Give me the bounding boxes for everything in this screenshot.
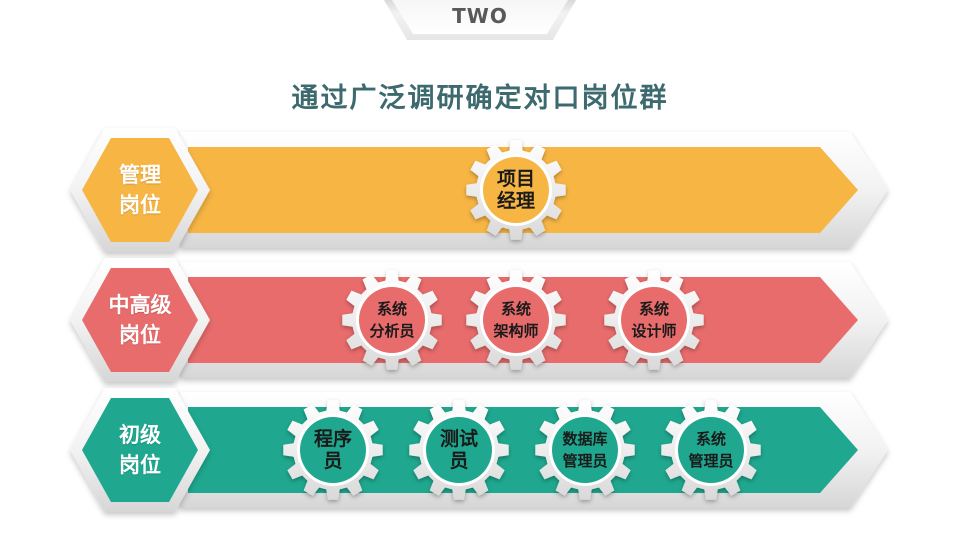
gear-center (300, 417, 366, 483)
role-gear (604, 270, 704, 370)
category-label-line2: 岗位 (119, 453, 161, 477)
role-label: 程序员 (293, 428, 373, 472)
role-label-line1: 数据库 (562, 430, 608, 448)
role-label-line2: 分析员 (369, 322, 415, 340)
role-label-line2: 管理员 (688, 452, 734, 470)
role-label-line1: 系统 (695, 430, 726, 448)
role-gear (342, 270, 442, 370)
gear-center (483, 157, 549, 223)
role-label: 数据库管理员 (545, 428, 625, 472)
category-hexagon (82, 138, 198, 242)
category-label-line1: 中高级 (108, 293, 172, 317)
role-label: 系统管理员 (671, 428, 751, 472)
category-label-line2: 岗位 (119, 323, 161, 347)
role-label-line2: 员 (323, 450, 343, 472)
gear-center (359, 287, 425, 353)
role-label-line2: 员 (449, 450, 469, 472)
role-gear (535, 400, 635, 500)
role-label-line2: 架构师 (493, 322, 539, 340)
category-label-line1: 初级 (119, 423, 161, 447)
role-label: 系统设计师 (614, 298, 694, 342)
role-gear (466, 140, 566, 240)
category-label: 初级岗位 (88, 420, 192, 480)
section-tab-label: TWO (452, 4, 508, 28)
role-gear (283, 400, 383, 500)
role-label-line1: 系统 (376, 300, 407, 318)
role-label: 测试员 (419, 428, 499, 472)
gear-center (552, 417, 618, 483)
category-label-line1: 管理 (119, 163, 161, 187)
category-hexagon (82, 268, 198, 372)
page-title: 通过广泛调研确定对口岗位群 (291, 83, 669, 114)
role-label-line2: 经理 (496, 190, 535, 212)
gear-center (678, 417, 744, 483)
category-label: 中高级岗位 (88, 290, 192, 350)
role-row (70, 258, 888, 382)
role-label-line2: 设计师 (631, 322, 677, 340)
role-row (70, 388, 888, 512)
role-label-line1: 程序 (313, 428, 352, 450)
gear-center (426, 417, 492, 483)
role-label-line1: 系统 (638, 300, 669, 318)
role-label-line1: 测试 (439, 428, 478, 450)
category-hexagon (82, 398, 198, 502)
gear-center (621, 287, 687, 353)
role-row (70, 128, 888, 252)
category-label-line2: 岗位 (119, 193, 161, 217)
role-label: 系统架构师 (476, 298, 556, 342)
category-label: 管理岗位 (88, 160, 192, 220)
section-tab-inner (392, 0, 568, 34)
role-label: 系统分析员 (352, 298, 432, 342)
role-label-line1: 系统 (500, 300, 531, 318)
role-label-line1: 项目 (496, 168, 535, 190)
role-gear (661, 400, 761, 500)
role-label: 项目经理 (476, 168, 556, 212)
role-label-line2: 管理员 (562, 452, 608, 470)
gear-center (483, 287, 549, 353)
role-gear (409, 400, 509, 500)
role-gear (466, 270, 566, 370)
